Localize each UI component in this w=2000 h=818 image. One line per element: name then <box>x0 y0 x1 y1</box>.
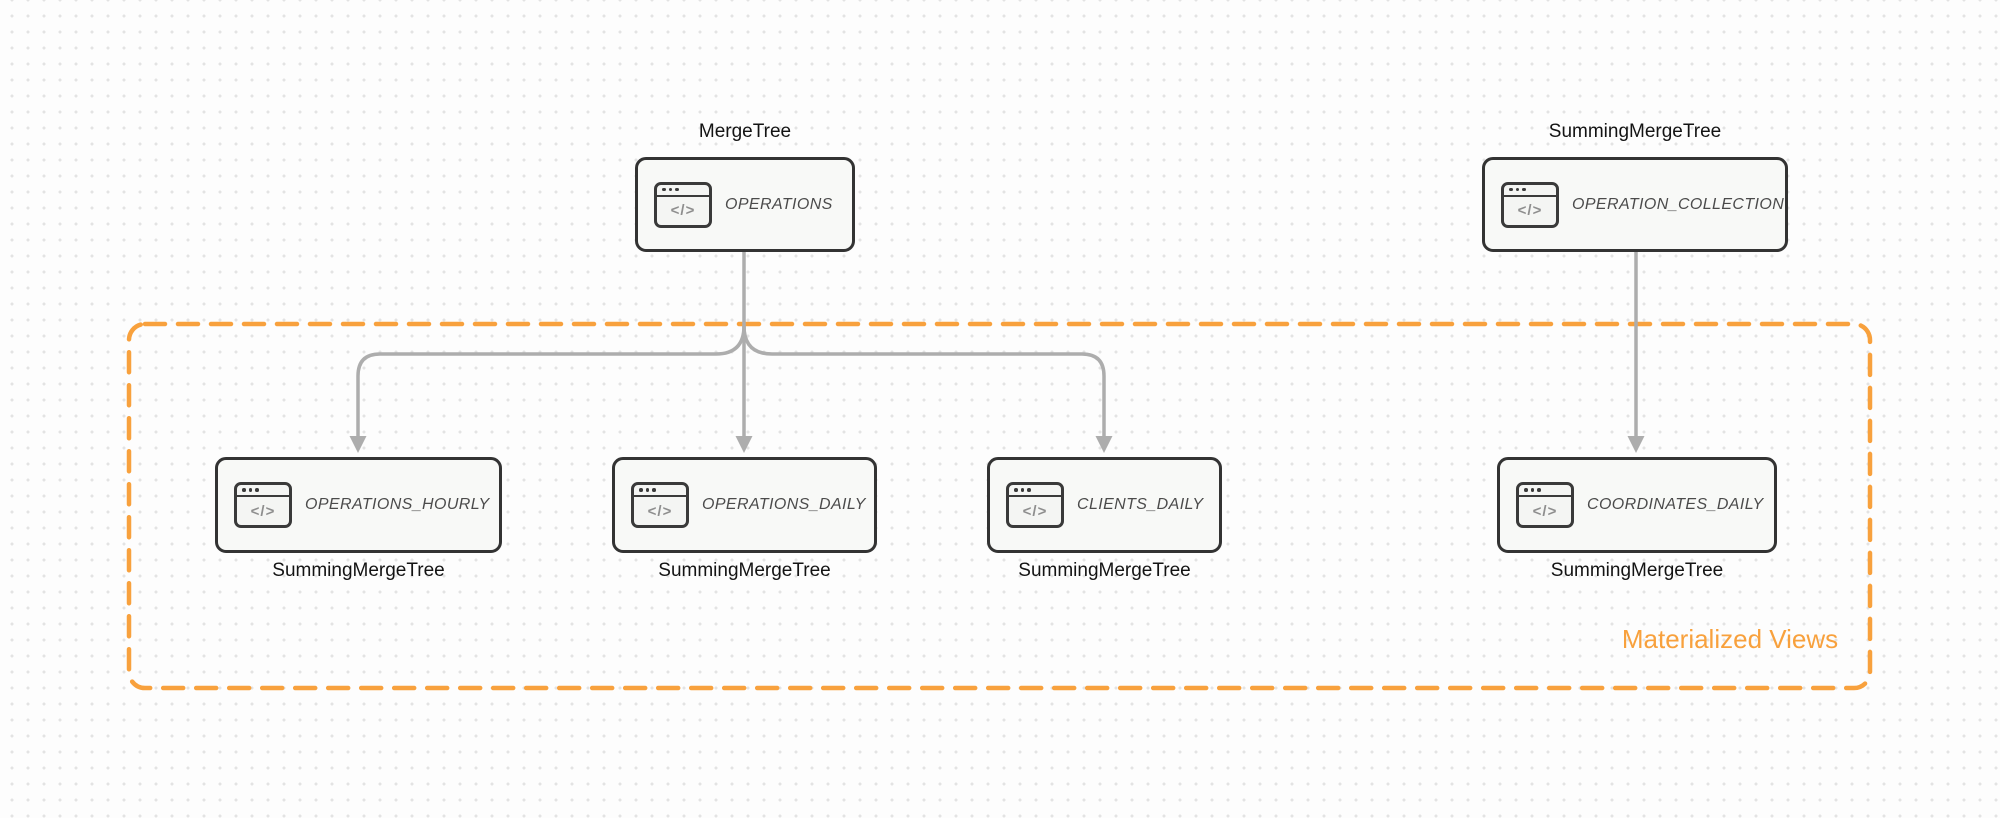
code-glyph: </> <box>1532 502 1558 520</box>
code-glyph: </> <box>1517 202 1543 219</box>
code-glyph: </> <box>647 502 673 520</box>
code-window-icon: </> <box>1006 482 1064 528</box>
materialized-views-label: Materialized Views <box>1621 624 1839 654</box>
code-window-icon-header <box>1504 185 1556 197</box>
code-window-icon: </> <box>1501 181 1559 228</box>
code-window-icon-header <box>1009 485 1061 497</box>
node-title: OPERATIONS_HOURLY <box>305 496 490 513</box>
node-operation-collection: </> OPERATION_COLLECTION <box>1482 157 1788 252</box>
code-glyph: </> <box>250 502 276 520</box>
node-operations: </> OPERATIONS <box>635 157 855 252</box>
arrowhead-operations-hourly <box>349 436 367 453</box>
node-operations-hourly: </> OPERATIONS_HOURLY <box>215 457 502 553</box>
node-title: OPERATION_COLLECTION <box>1572 195 1785 213</box>
code-window-icon: </> <box>1516 482 1574 528</box>
arrowhead-clients-daily <box>1095 436 1113 453</box>
node-title: COORDINATES_DAILY <box>1587 496 1764 513</box>
node-title: CLIENTS_DAILY <box>1077 496 1204 513</box>
connector-operations-to-clients-daily <box>742 325 1106 444</box>
engine-label-operations-hourly: SummingMergeTree <box>272 560 445 581</box>
engine-label-operation-collection: SummingMergeTree <box>1548 121 1722 142</box>
engine-label-clients-daily: SummingMergeTree <box>1018 560 1191 581</box>
code-window-icon-header <box>1519 485 1571 497</box>
code-window-icon-header <box>634 485 686 497</box>
node-operations-daily: </> OPERATIONS_DAILY <box>612 457 877 553</box>
code-glyph: </> <box>1022 502 1048 520</box>
connector-operations-to-operations-hourly <box>356 325 746 444</box>
engine-label-operations-daily: SummingMergeTree <box>658 560 831 581</box>
arrowhead-operations-daily <box>735 436 753 453</box>
node-title: OPERATIONS <box>725 195 833 213</box>
code-window-icon: </> <box>631 482 689 528</box>
node-clients-daily: </> CLIENTS_DAILY <box>987 457 1222 553</box>
engine-label-operations: MergeTree <box>698 121 792 142</box>
code-window-icon: </> <box>234 482 292 528</box>
code-window-icon-header <box>237 485 289 497</box>
code-window-icon: </> <box>654 181 712 228</box>
arrowhead-coordinates-daily <box>1627 436 1645 453</box>
code-glyph: </> <box>670 202 696 219</box>
code-window-icon-header <box>657 185 709 197</box>
node-title: OPERATIONS_DAILY <box>702 496 866 513</box>
node-coordinates-daily: </> COORDINATES_DAILY <box>1497 457 1777 553</box>
engine-label-coordinates-daily: SummingMergeTree <box>1550 560 1724 581</box>
